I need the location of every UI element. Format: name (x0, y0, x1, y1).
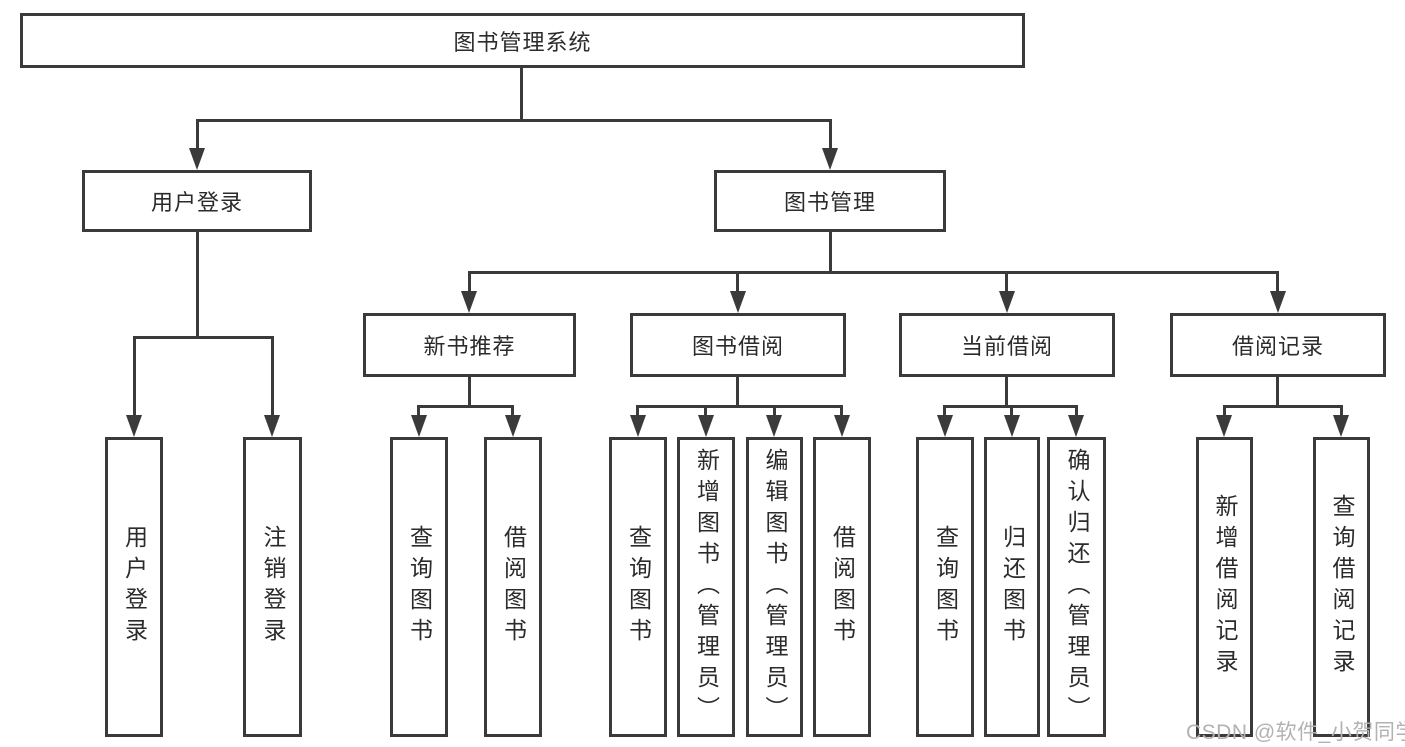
leaf-current-query-book: 查询图书 (916, 437, 974, 737)
connector-line (1075, 405, 1078, 417)
connector-line (736, 271, 739, 293)
connector-line (511, 405, 514, 417)
arrowhead (1333, 415, 1349, 437)
connector-line (196, 119, 832, 122)
connector-line (196, 119, 199, 150)
connector-line (196, 232, 199, 337)
arrowhead (1270, 291, 1286, 313)
arrowhead (999, 291, 1015, 313)
leaf-recommend-borrow-book: 借阅图书 (484, 437, 542, 737)
arrowhead (937, 415, 953, 437)
arrowhead (730, 291, 746, 313)
arrowhead (834, 415, 850, 437)
connector-line (1223, 405, 1226, 417)
connector-line (773, 405, 776, 417)
connector-line (1005, 377, 1008, 407)
arrowhead (1068, 415, 1084, 437)
node-book-borrow: 图书借阅 (630, 313, 846, 377)
leaf-query-borrow-record: 查询借阅记录 (1313, 437, 1370, 737)
leaf-borrow-book: 借阅图书 (813, 437, 871, 737)
connector-line (417, 405, 420, 417)
arrowhead (766, 415, 782, 437)
arrowhead (461, 291, 477, 313)
connector-line (1005, 271, 1008, 293)
arrowhead (189, 148, 205, 170)
leaf-add-borrow-record: 新增借阅记录 (1196, 437, 1253, 737)
connector-line (1010, 405, 1013, 417)
arrowhead (264, 415, 280, 437)
leaf-confirm-return-admin: 确认归还（管理员） (1047, 437, 1106, 737)
connector-line (1276, 377, 1279, 407)
node-current-borrow: 当前借阅 (899, 313, 1115, 377)
connector-line (133, 336, 136, 417)
connector-line (943, 405, 946, 417)
connector-line (829, 232, 832, 273)
node-borrow-records: 借阅记录 (1170, 313, 1386, 377)
connector-line (271, 336, 274, 417)
leaf-user-login: 用户登录 (105, 437, 163, 737)
arrowhead (1004, 415, 1020, 437)
connector-line (468, 377, 471, 407)
arrowhead (505, 415, 521, 437)
leaf-edit-book-admin: 编辑图书（管理员） (746, 437, 803, 737)
leaf-borrow-query-book: 查询图书 (609, 437, 667, 737)
connector-line (704, 405, 707, 417)
leaf-recommend-query-book: 查询图书 (390, 437, 448, 737)
leaf-logout: 注销登录 (243, 437, 302, 737)
leaf-return-book: 归还图书 (984, 437, 1040, 737)
connector-line (736, 377, 739, 407)
arrowhead (1216, 415, 1232, 437)
connector-line (636, 405, 639, 417)
connector-line (829, 119, 832, 150)
node-book-management: 图书管理 (714, 170, 946, 232)
node-library-system: 图书管理系统 (20, 13, 1025, 68)
csdn-watermark: CSDN @软件_小贺同学 (1186, 721, 1405, 744)
connector-line (468, 271, 471, 293)
node-new-book-recommend: 新书推荐 (363, 313, 576, 377)
connector-line (636, 405, 843, 408)
connector-line (1340, 405, 1343, 417)
arrowhead (630, 415, 646, 437)
connector-line (417, 405, 514, 408)
connector-line (133, 336, 274, 339)
connector-line (840, 405, 843, 417)
arrowhead (822, 148, 838, 170)
connector-line (1276, 271, 1279, 293)
connector-line (1223, 405, 1343, 408)
arrowhead (698, 415, 714, 437)
arrowhead (411, 415, 427, 437)
connector-line (520, 68, 523, 122)
connector-line (468, 271, 1279, 274)
leaf-add-book-admin: 新增图书（管理员） (677, 437, 735, 737)
node-user-login: 用户登录 (82, 170, 312, 232)
arrowhead (126, 415, 142, 437)
